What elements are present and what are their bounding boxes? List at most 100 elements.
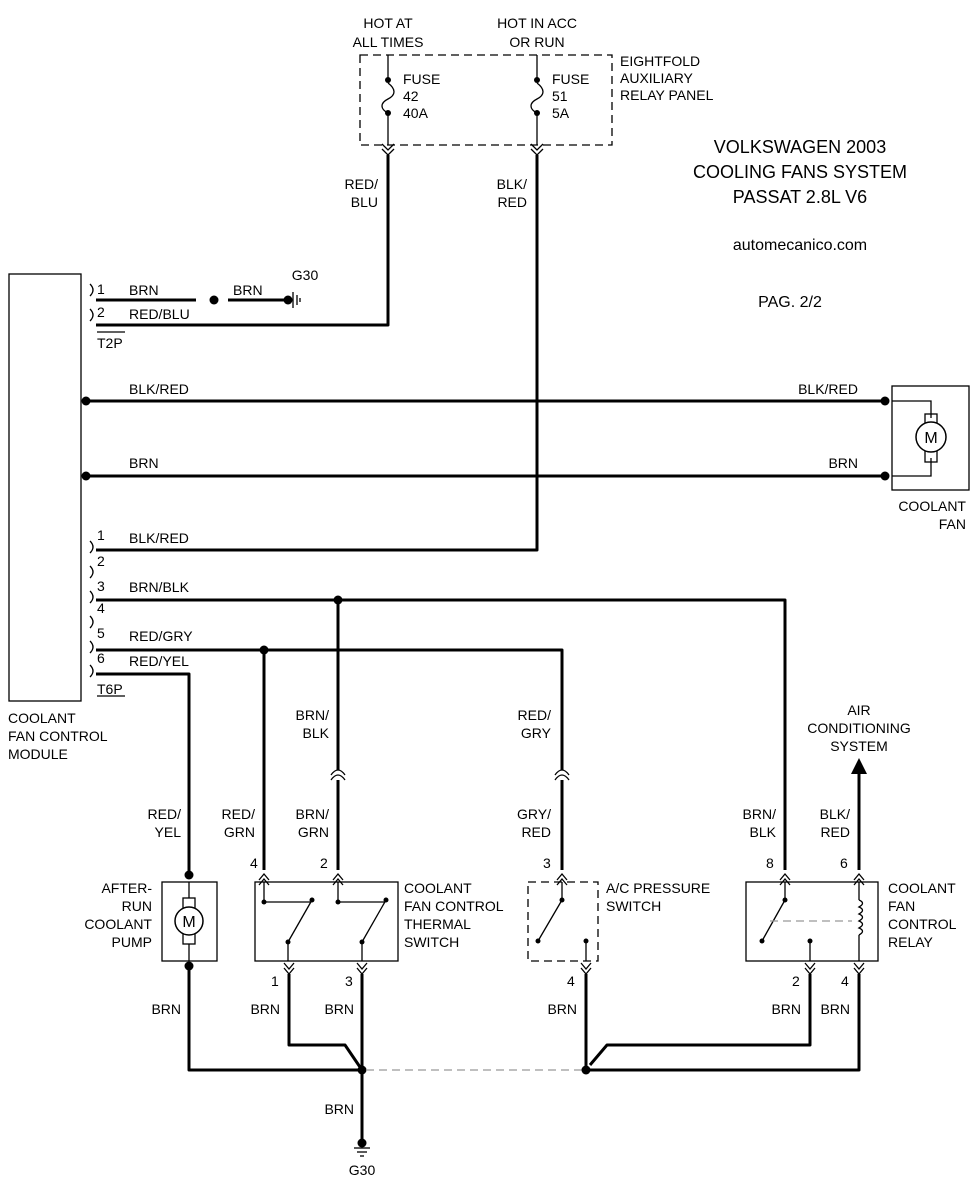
ac-switch-pin-3: 3 — [543, 855, 551, 871]
wire-red-yel-vlabel-1: RED/ — [148, 806, 182, 822]
relay-blk-red-vlabel-1: BLK/ — [820, 806, 850, 822]
g30-bottom-label: G30 — [349, 1162, 376, 1178]
pump-ground-label: BRN — [151, 1001, 181, 1017]
thermal-pin-2: 2 — [320, 855, 328, 871]
relay-pin-6: 6 — [840, 855, 848, 871]
fuse42-label-2: 42 — [403, 88, 419, 104]
fan-motor-icon: M — [924, 430, 937, 447]
wire-brn-blk-label: BRN/BLK — [129, 579, 190, 595]
hot-at-label-2: ALL TIMES — [353, 34, 424, 50]
wire-brn-blk — [96, 598, 787, 870]
wire-brn-t2p-label: BRN — [129, 282, 159, 298]
splice-t2p — [209, 295, 219, 305]
up-arrow-icon — [851, 758, 867, 774]
relay-label-4: RELAY — [888, 934, 934, 950]
fuse-42 — [381, 55, 395, 156]
wire-gry-red-vlabel-1: GRY/ — [517, 806, 551, 822]
wire-red-gry-label: RED/GRY — [129, 628, 193, 644]
thermal-label-3: THERMAL — [404, 916, 471, 932]
thermal-pin-3: 3 — [345, 973, 353, 989]
ac-system-label-3: SYSTEM — [830, 738, 888, 754]
wire-red-yel-vlabel-2: YEL — [155, 824, 182, 840]
wire-brn-grn-vlabel-2: GRN — [298, 824, 329, 840]
wire-brn-relay-2 — [588, 974, 812, 1066]
t2p-pin-1: 1 — [97, 281, 105, 297]
inline-connector-brn — [330, 769, 346, 781]
after-run-coolant-pump — [161, 870, 218, 971]
page-label: PAG. 2/2 — [758, 294, 822, 311]
thermal-switch — [254, 872, 399, 976]
ac-switch-label-2: SWITCH — [606, 898, 661, 914]
wire-gry-red-vlabel-2: RED — [521, 824, 551, 840]
main-ground-wire-label: BRN — [324, 1101, 354, 1117]
wire-red-blu — [96, 155, 390, 327]
relay-brn-blk-vlabel-1: BRN/ — [743, 806, 777, 822]
wire-red-yel — [96, 672, 191, 875]
site-label: automecanico.com — [733, 237, 867, 254]
wire-blk-red-fan-right-label: BLK/RED — [798, 381, 858, 397]
t6p-pin-2: 2 — [97, 553, 105, 569]
t6p-pin-6: 6 — [97, 650, 105, 666]
wire-red-grn-vlabel-1: RED/ — [222, 806, 256, 822]
wire-brn-blk-vlabel-2: BLK — [303, 725, 330, 741]
inline-connector-gry — [554, 769, 570, 781]
hot-at-label-1: HOT AT — [363, 15, 413, 31]
wire-red-blu-vlabel-1: RED/ — [345, 176, 379, 192]
hot-acc-label-1: HOT IN ACC — [497, 15, 577, 31]
ac-system-label-1: AIR — [847, 702, 870, 718]
relay-panel-label-2: AUXILIARY — [620, 70, 694, 86]
wire-brn-g30-label: BRN — [233, 282, 263, 298]
pump-motor-icon: M — [182, 914, 195, 931]
pump-label-3: COOLANT — [84, 916, 152, 932]
wire-blk-red-vlabel-1: BLK/ — [497, 176, 527, 192]
wire-brn-grn-vlabel-1: BRN/ — [296, 806, 330, 822]
relay-label-3: CONTROL — [888, 916, 957, 932]
ac-pressure-switch — [527, 872, 599, 976]
relay-label-1: COOLANT — [888, 880, 956, 896]
wire-red-gry-vlabel-2: GRY — [521, 725, 552, 741]
thermal-label-2: FAN CONTROL — [404, 898, 504, 914]
pump-label-1: AFTER- — [101, 880, 152, 896]
thermal-1-ground-label: BRN — [250, 1001, 280, 1017]
ground-g30-top-icon — [292, 292, 301, 308]
wire-red-blu-label: RED/BLU — [129, 306, 190, 322]
fan-control-relay — [745, 872, 879, 976]
coolant-fan — [891, 385, 970, 491]
thermal-label-4: SWITCH — [404, 934, 459, 950]
hot-acc-label-2: OR RUN — [509, 34, 564, 50]
fan-label-1: COOLANT — [898, 498, 966, 514]
fuse51-label-3: 5A — [552, 105, 570, 121]
relay-pin-8: 8 — [766, 855, 774, 871]
wire-brn-thermal-1 — [287, 974, 364, 1071]
relay-panel-label-3: RELAY PANEL — [620, 87, 714, 103]
wire-brn-fan-right-label: BRN — [828, 455, 858, 471]
wire-brn-blk-vlabel-1: BRN/ — [296, 707, 330, 723]
fuse-51 — [530, 55, 544, 156]
wire-brn-relay-4 — [586, 974, 861, 1072]
relay-panel-label-1: EIGHTFOLD — [620, 53, 700, 69]
module-label-2: FAN CONTROL — [8, 728, 108, 744]
relay-pin-4: 4 — [841, 973, 849, 989]
t6p-connector — [89, 540, 125, 697]
relay-brn-blk-vlabel-2: BLK — [750, 824, 777, 840]
relay-panel-box — [359, 54, 613, 146]
title-line-2: COOLING FANS SYSTEM — [693, 162, 907, 182]
fuse51-label-2: 51 — [552, 88, 568, 104]
fuse42-label-1: FUSE — [403, 71, 440, 87]
wire-blk-red-fuse51 — [96, 155, 539, 552]
wire-red-blu-vlabel-2: BLU — [351, 194, 378, 210]
ac-switch-pin-4: 4 — [567, 973, 575, 989]
relay-pin-2: 2 — [792, 973, 800, 989]
ac-switch-ground-label: BRN — [547, 1001, 577, 1017]
wire-red-yel-label: RED/YEL — [129, 653, 189, 669]
t6p-pin-5: 5 — [97, 625, 105, 641]
t6p-pin-4: 4 — [97, 600, 105, 616]
t2p-label: T2P — [97, 335, 123, 351]
thermal-label-1: COOLANT — [404, 880, 472, 896]
module-label-3: MODULE — [8, 746, 68, 762]
fuse51-label-1: FUSE — [552, 71, 589, 87]
wire-brn-fan-left-label: BRN — [129, 455, 159, 471]
fan-control-module-box — [8, 273, 82, 702]
t6p-pin-3: 3 — [97, 578, 105, 594]
